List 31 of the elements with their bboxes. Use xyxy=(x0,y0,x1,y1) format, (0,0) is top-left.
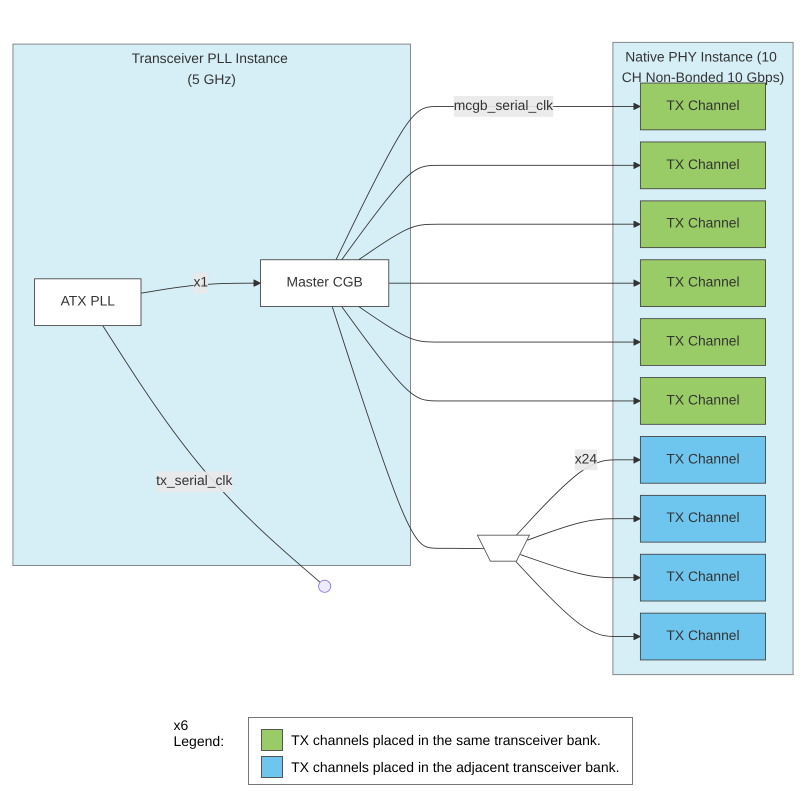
edge-label: mcgb_serial_clk xyxy=(454,96,554,117)
multiplexer-symbol xyxy=(476,534,530,562)
channel-box: TX Channel xyxy=(640,82,766,130)
channel-box: TX Channel xyxy=(640,436,766,484)
channel-box: TX Channel xyxy=(640,494,766,543)
edge-label: tx_serial_clk xyxy=(156,471,232,492)
note-text: x6 xyxy=(173,717,190,733)
arrow xyxy=(358,306,641,346)
channel-box: TX Channel xyxy=(640,142,766,190)
arrow xyxy=(520,554,641,582)
arrow xyxy=(516,456,641,536)
arrow xyxy=(341,306,641,405)
block-box: ATX PLL xyxy=(34,278,142,326)
arrow xyxy=(516,561,641,640)
edge-label: x1 xyxy=(193,272,208,294)
channel-box: TX Channel xyxy=(640,259,766,307)
legend-text: TX channels placed in the adjacent transceiver bank. xyxy=(291,759,620,775)
note-text: Legend: xyxy=(173,733,224,749)
arrow xyxy=(341,162,641,260)
channel-box: TX Channel xyxy=(640,554,766,602)
channel-box: TX Channel xyxy=(640,318,766,366)
arrow xyxy=(527,514,641,541)
channel-box: TX Channel xyxy=(640,612,766,660)
legend-text: TX channels placed in the same transceiver bank. xyxy=(291,732,601,748)
arrow xyxy=(140,279,261,294)
arrow xyxy=(358,220,641,260)
edge-label: x24 xyxy=(574,449,598,470)
channel-box: TX Channel xyxy=(640,377,766,425)
block-box: Master CGB xyxy=(260,259,390,307)
channel-box: TX Channel xyxy=(640,200,766,248)
arrow xyxy=(388,279,641,287)
